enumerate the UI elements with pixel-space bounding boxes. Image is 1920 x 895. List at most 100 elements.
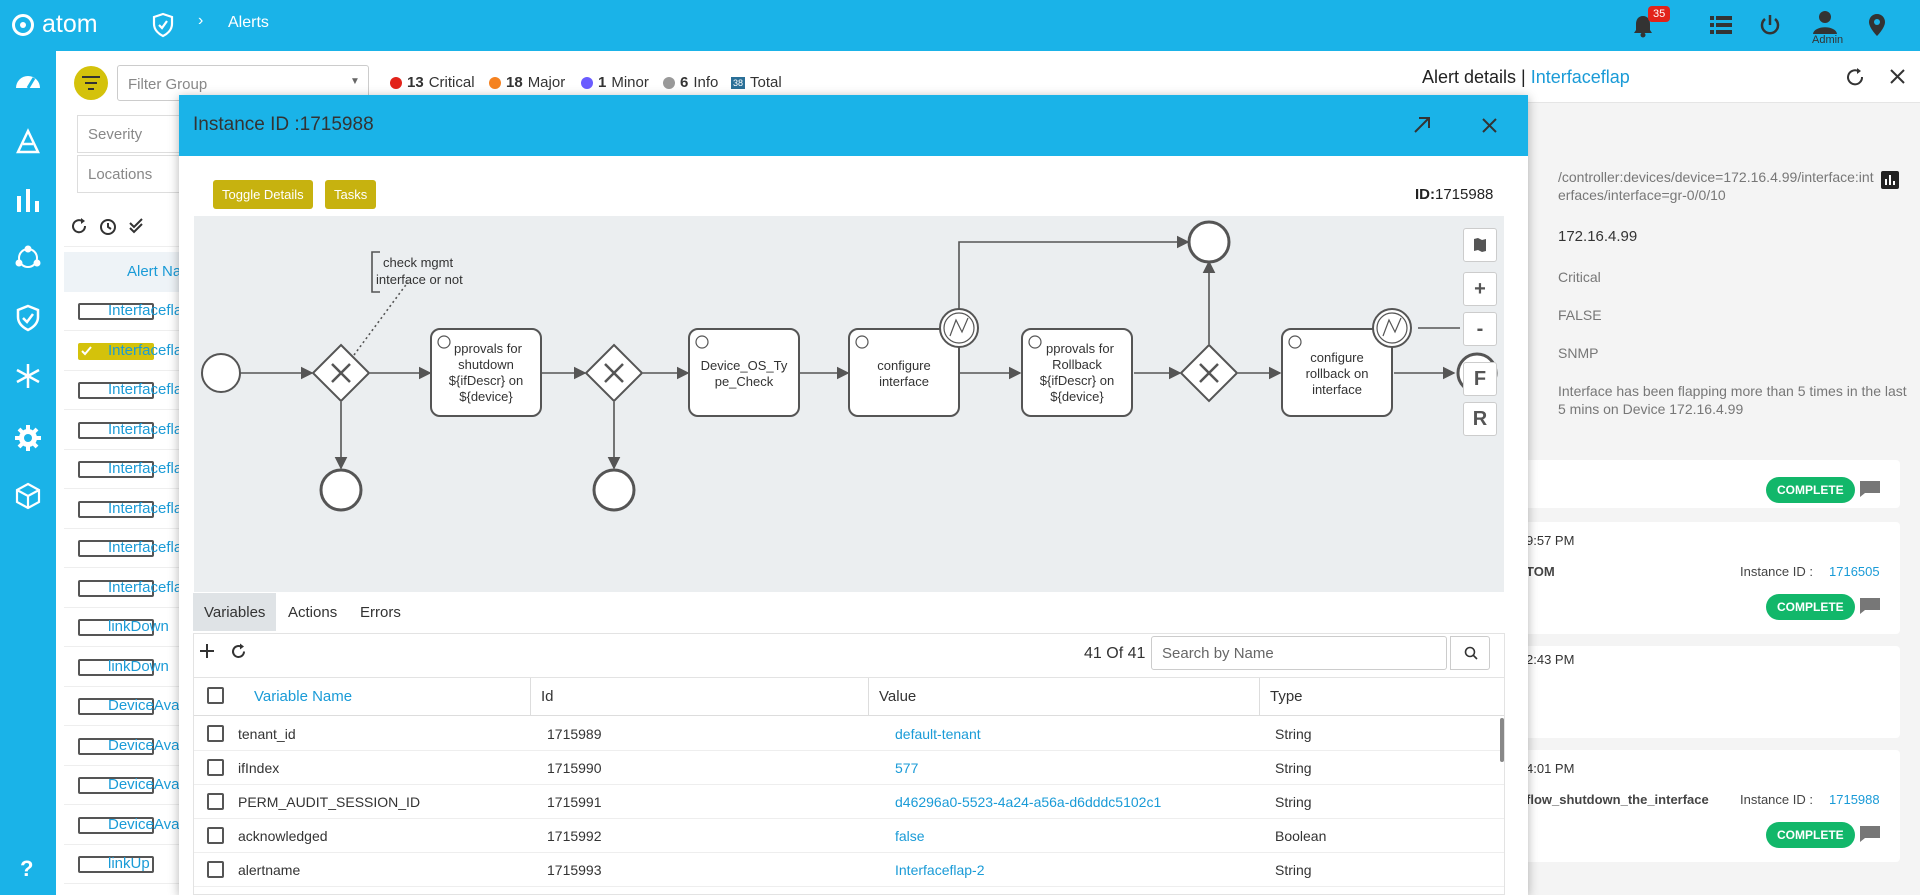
close-modal-icon[interactable] [1481,117,1498,134]
column-header-label[interactable]: Variable Name [254,688,353,705]
toggle-details-button[interactable]: Toggle Details [213,180,313,209]
row-checkbox[interactable] [78,698,154,715]
tab-errors[interactable]: Errors [360,604,401,621]
help-icon[interactable]: ? [20,856,34,881]
row-checkbox[interactable] [78,500,154,518]
table-scrollbar[interactable] [1500,718,1504,762]
shield-check-icon[interactable] [151,12,175,38]
close-details-icon[interactable] [1889,68,1906,85]
row-checkbox[interactable] [207,793,224,810]
alert-list-row[interactable]: Interfacefla [64,569,184,608]
double-check-icon[interactable] [128,217,146,235]
alert-name-link[interactable]: Interfacefla [108,460,183,477]
alert-list-row[interactable]: DeviceAvai [64,806,184,845]
alert-list-row[interactable]: Interfacefla [64,332,184,371]
workflow-icon[interactable] [14,244,42,272]
zoom-out-button[interactable]: - [1463,312,1497,346]
zoom-in-button[interactable]: + [1463,272,1497,306]
alert-list-header[interactable]: Alert Na [64,252,184,292]
alert-name-link[interactable]: linkDown [108,618,169,635]
gear-icon[interactable] [14,424,42,452]
row-checkbox[interactable] [78,856,154,873]
instance-id-link[interactable]: 1715988 [1829,792,1880,807]
row-checkbox[interactable] [78,461,154,478]
snowflake-icon[interactable] [14,362,42,390]
alert-name-link[interactable]: linkUp [108,855,150,872]
breadcrumb[interactable]: Alerts [228,14,269,31]
bell-icon[interactable] [1632,14,1654,38]
details-alert-name[interactable]: Interfaceflap [1530,67,1630,87]
row-checkbox[interactable] [78,342,154,360]
alert-list-row[interactable]: linkUp [64,845,184,884]
alert-name-link[interactable]: DeviceAvai [108,815,183,833]
row-checkbox[interactable] [207,827,224,844]
instance-id-link[interactable]: 1716505 [1829,564,1880,579]
alert-name-link[interactable]: Interfacefla [108,341,183,359]
row-checkbox[interactable] [78,579,154,597]
alert-list-row[interactable]: Interfacefla [64,529,184,568]
comment-icon[interactable] [1859,825,1881,843]
dashboard-icon[interactable] [14,68,42,96]
cube-icon[interactable] [14,482,42,510]
alarm-clock-icon[interactable] [98,216,118,236]
row-checkbox[interactable] [78,619,154,636]
variable-value[interactable]: default-tenant [895,726,981,742]
expand-icon[interactable] [1412,115,1432,135]
comment-icon[interactable] [1859,597,1881,615]
alert-name-link[interactable]: Interfacefla [108,381,183,398]
alert-list-row[interactable]: DeviceAvai [64,766,184,805]
comment-icon[interactable] [1859,480,1881,498]
row-checkbox[interactable] [207,861,224,878]
column-header-type[interactable]: Type [1260,678,1504,716]
alert-list-row[interactable]: Interfacefla [64,490,184,529]
column-header-id[interactable]: Id [531,678,869,716]
alert-list-row[interactable]: linkDown [64,608,184,647]
alert-name-link[interactable]: DeviceAvai [108,776,183,793]
minimap-button[interactable] [1463,228,1497,262]
alert-name-link[interactable]: Interfacefla [108,499,183,517]
app-logo[interactable]: atom [12,10,98,39]
variable-value[interactable]: d46296a0-5523-4a24-a56a-d6dddc5102c1 [895,794,1162,810]
refresh-icon[interactable] [70,217,88,235]
row-checkbox[interactable] [78,303,154,320]
alert-list-row[interactable]: DeviceAvai [64,687,184,726]
alert-name-link[interactable]: Interfacefla [108,578,183,596]
alert-name-link[interactable]: Interfacefla [108,420,183,438]
alert-list-row[interactable]: Interfacefla [64,411,184,450]
list-icon[interactable] [1710,15,1732,35]
shield-check-nav-icon[interactable] [14,304,42,332]
row-checkbox[interactable] [78,382,154,399]
alert-name-link[interactable]: Interfacefla [108,302,183,319]
select-all-checkbox[interactable] [207,687,224,704]
column-header-variable-name[interactable]: Variable Name [194,678,531,716]
row-checkbox[interactable] [78,658,154,676]
row-checkbox[interactable] [78,737,154,755]
tab-variables[interactable]: Variables [193,593,277,631]
reset-button[interactable]: R [1463,402,1497,436]
alert-list-row[interactable]: DeviceAvai [64,727,184,766]
row-checkbox[interactable] [78,540,154,557]
alert-name-link[interactable]: linkDown [108,657,169,675]
alert-list-row[interactable]: linkDown [64,648,184,687]
refresh-details-icon[interactable] [1845,67,1865,87]
search-button[interactable] [1450,636,1490,670]
alert-list-row[interactable]: Interfacefla [64,450,184,489]
user-icon[interactable] [1812,10,1838,34]
alert-name-link[interactable]: DeviceAvai [108,736,183,754]
location-pin-icon[interactable] [1868,13,1886,37]
row-checkbox[interactable] [78,777,154,794]
variable-value[interactable]: false [895,828,925,844]
row-checkbox[interactable] [207,759,224,776]
tab-actions[interactable]: Actions [288,604,338,621]
topology-icon[interactable] [14,128,42,156]
